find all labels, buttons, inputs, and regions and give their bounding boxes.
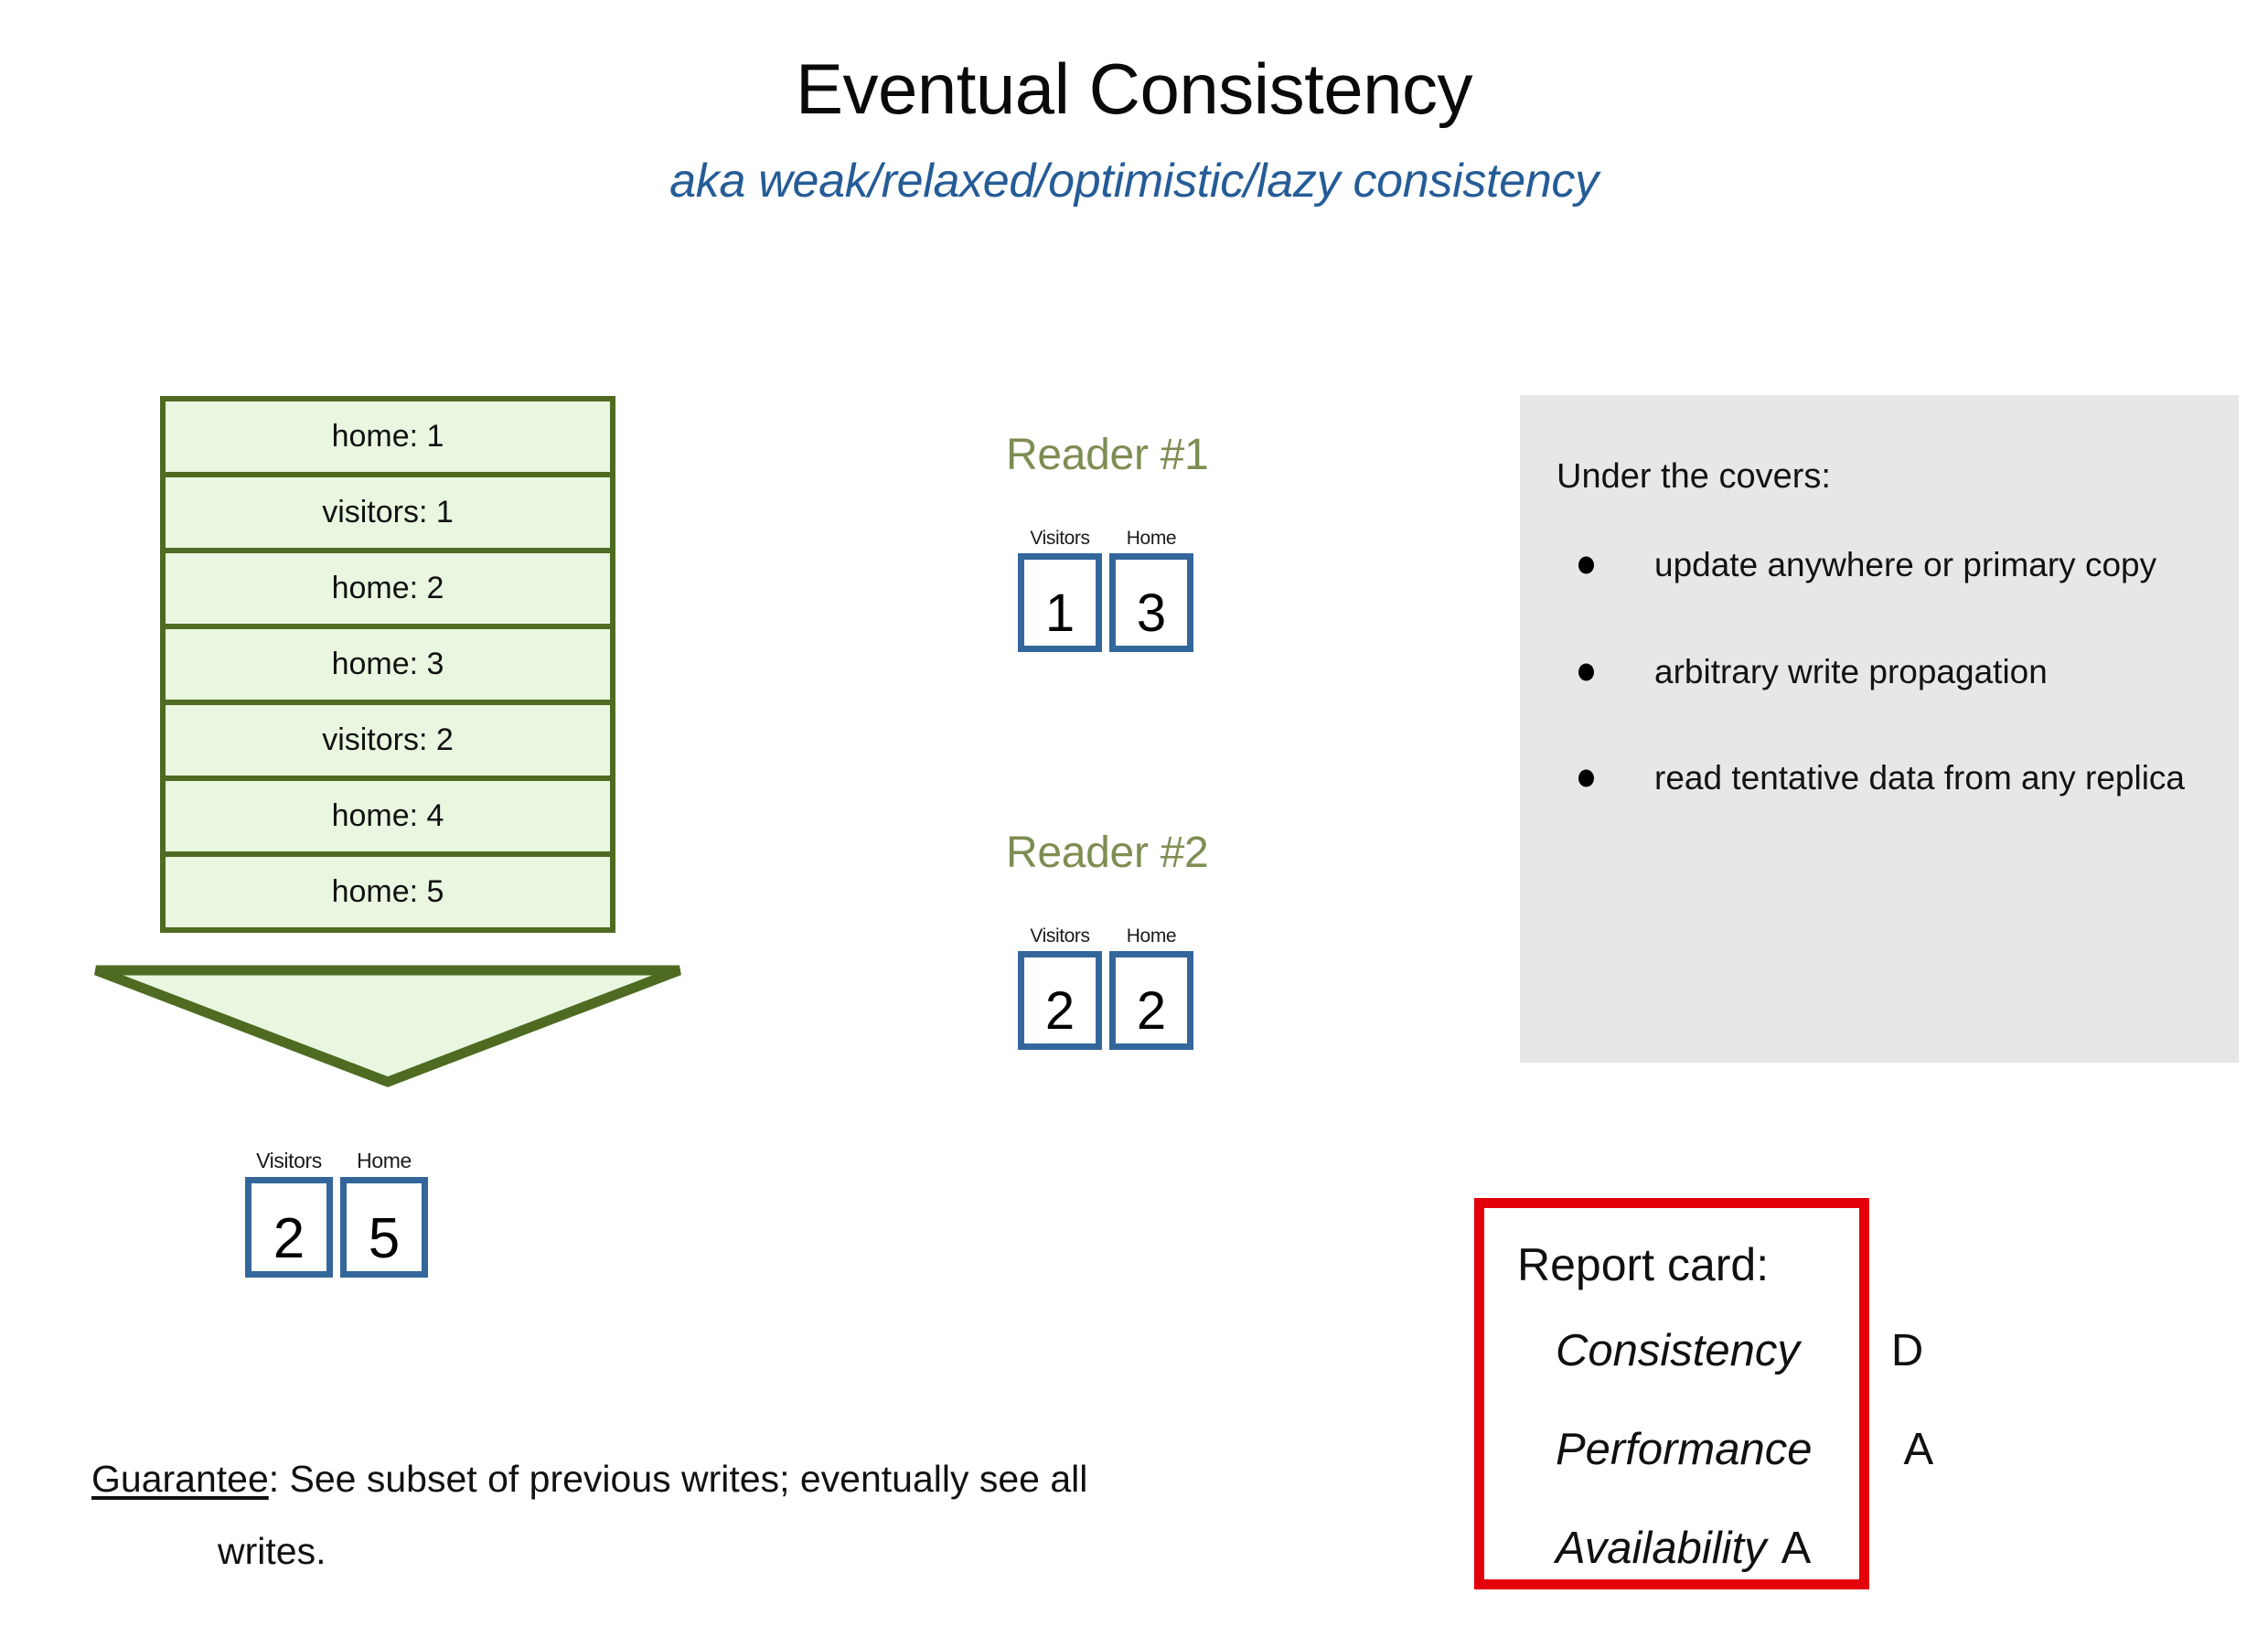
report-card-grade: D: [1890, 1326, 1924, 1375]
bullet-icon: [1578, 769, 1594, 787]
report-card-row-performance: Performance A: [1556, 1424, 2104, 1475]
scoreboard-label-visitors: Visitors: [1030, 925, 1090, 947]
scoreboard-cell-home: Home 3: [1109, 529, 1193, 652]
bullet-icon: [1578, 663, 1594, 681]
write-log-entry: home: 5: [160, 851, 615, 933]
scoreboard-cell-home: Home 5: [340, 1150, 428, 1278]
down-arrow-icon: [94, 965, 681, 1087]
scoreboard-value-box-visitors: 1: [1018, 553, 1102, 652]
scoreboard-value-home: 3: [1136, 583, 1167, 643]
scoreboard-label-visitors: Visitors: [256, 1149, 322, 1172]
write-log-entry: home: 3: [160, 624, 615, 705]
scoreboard-value-visitors: 1: [1044, 583, 1075, 643]
scoreboard-value-box-home: 3: [1109, 553, 1193, 652]
list-item-label: update anywhere or primary copy: [1654, 546, 2157, 583]
guarantee-text: Guarantee: See subset of previous writes…: [91, 1443, 1399, 1587]
page-subtitle: aka weak/relaxed/optimistic/lazy consist…: [669, 155, 1599, 208]
report-card-grade: A: [1903, 1425, 1934, 1474]
scoreboard-cell-visitors: Visitors 2: [245, 1150, 333, 1278]
scoreboard-cell-home: Home 2: [1109, 926, 1193, 1050]
scoreboard-value-visitors: 2: [273, 1206, 305, 1270]
scoreboard-label-visitors: Visitors: [1030, 528, 1090, 549]
page-title: Eventual Consistency: [795, 48, 1473, 129]
scoreboard-value-box-home: 2: [1109, 951, 1193, 1050]
under-the-covers-panel: Under the covers: update anywhere or pri…: [1520, 395, 2239, 1063]
reader-1-heading: Reader #1: [1006, 431, 1209, 479]
report-card-grade: A: [1781, 1524, 1812, 1573]
scoreboard-main: Visitors 2 Home 5: [245, 1150, 428, 1278]
scoreboard-value-home: 2: [1136, 980, 1167, 1041]
scoreboard-label-home: Home: [1126, 925, 1177, 947]
guarantee-label: Guarantee: [91, 1458, 269, 1500]
scoreboard-value-visitors: 2: [1044, 980, 1075, 1041]
scoreboard-label-home: Home: [357, 1149, 412, 1172]
scoreboard-value-box-visitors: 2: [1018, 951, 1102, 1050]
write-log-entry: home: 4: [160, 776, 615, 857]
list-item-label: arbitrary write propagation: [1654, 652, 2048, 690]
write-log-entry: home: 1: [160, 396, 615, 477]
list-item: update anywhere or primary copy: [1557, 546, 2224, 585]
report-card-row-consistency: Consistency D: [1556, 1325, 2104, 1376]
write-log-entry: visitors: 2: [160, 700, 615, 781]
reader-2-heading: Reader #2: [1006, 829, 1209, 877]
report-card-label: Performance: [1556, 1425, 1813, 1474]
report-card-label: Availability: [1556, 1524, 1767, 1573]
under-the-covers-title: Under the covers:: [1557, 457, 1831, 496]
scoreboard-reader-2: Visitors 2 Home 2: [1018, 926, 1193, 1050]
write-log-entry: visitors: 1: [160, 472, 615, 553]
report-card-label: Consistency: [1556, 1326, 1800, 1375]
bullet-icon: [1578, 556, 1594, 574]
list-item: read tentative data from any replica: [1557, 759, 2224, 798]
scoreboard-cell-visitors: Visitors 1: [1018, 529, 1102, 652]
guarantee-line-2: writes.: [218, 1529, 326, 1572]
scoreboard-value-box-visitors: 2: [245, 1177, 333, 1278]
scoreboard-value-box-home: 5: [340, 1177, 428, 1278]
write-log-entry: home: 2: [160, 548, 615, 629]
report-card-title: Report card:: [1517, 1239, 1770, 1290]
list-item: arbitrary write propagation: [1557, 653, 2224, 692]
write-log-stack: home: 1 visitors: 1 home: 2 home: 3 visi…: [160, 396, 615, 933]
scoreboard-value-home: 5: [368, 1206, 401, 1270]
report-card-row-availability: Availability A: [1556, 1523, 2104, 1574]
guarantee-line-1: : See subset of previous writes; eventua…: [268, 1458, 1088, 1500]
scoreboard-cell-visitors: Visitors 2: [1018, 926, 1102, 1050]
list-item-label: read tentative data from any replica: [1654, 759, 2185, 797]
scoreboard-reader-1: Visitors 1 Home 3: [1018, 529, 1193, 652]
scoreboard-label-home: Home: [1126, 528, 1177, 549]
under-the-covers-list: update anywhere or primary copy arbitrar…: [1557, 546, 2224, 866]
